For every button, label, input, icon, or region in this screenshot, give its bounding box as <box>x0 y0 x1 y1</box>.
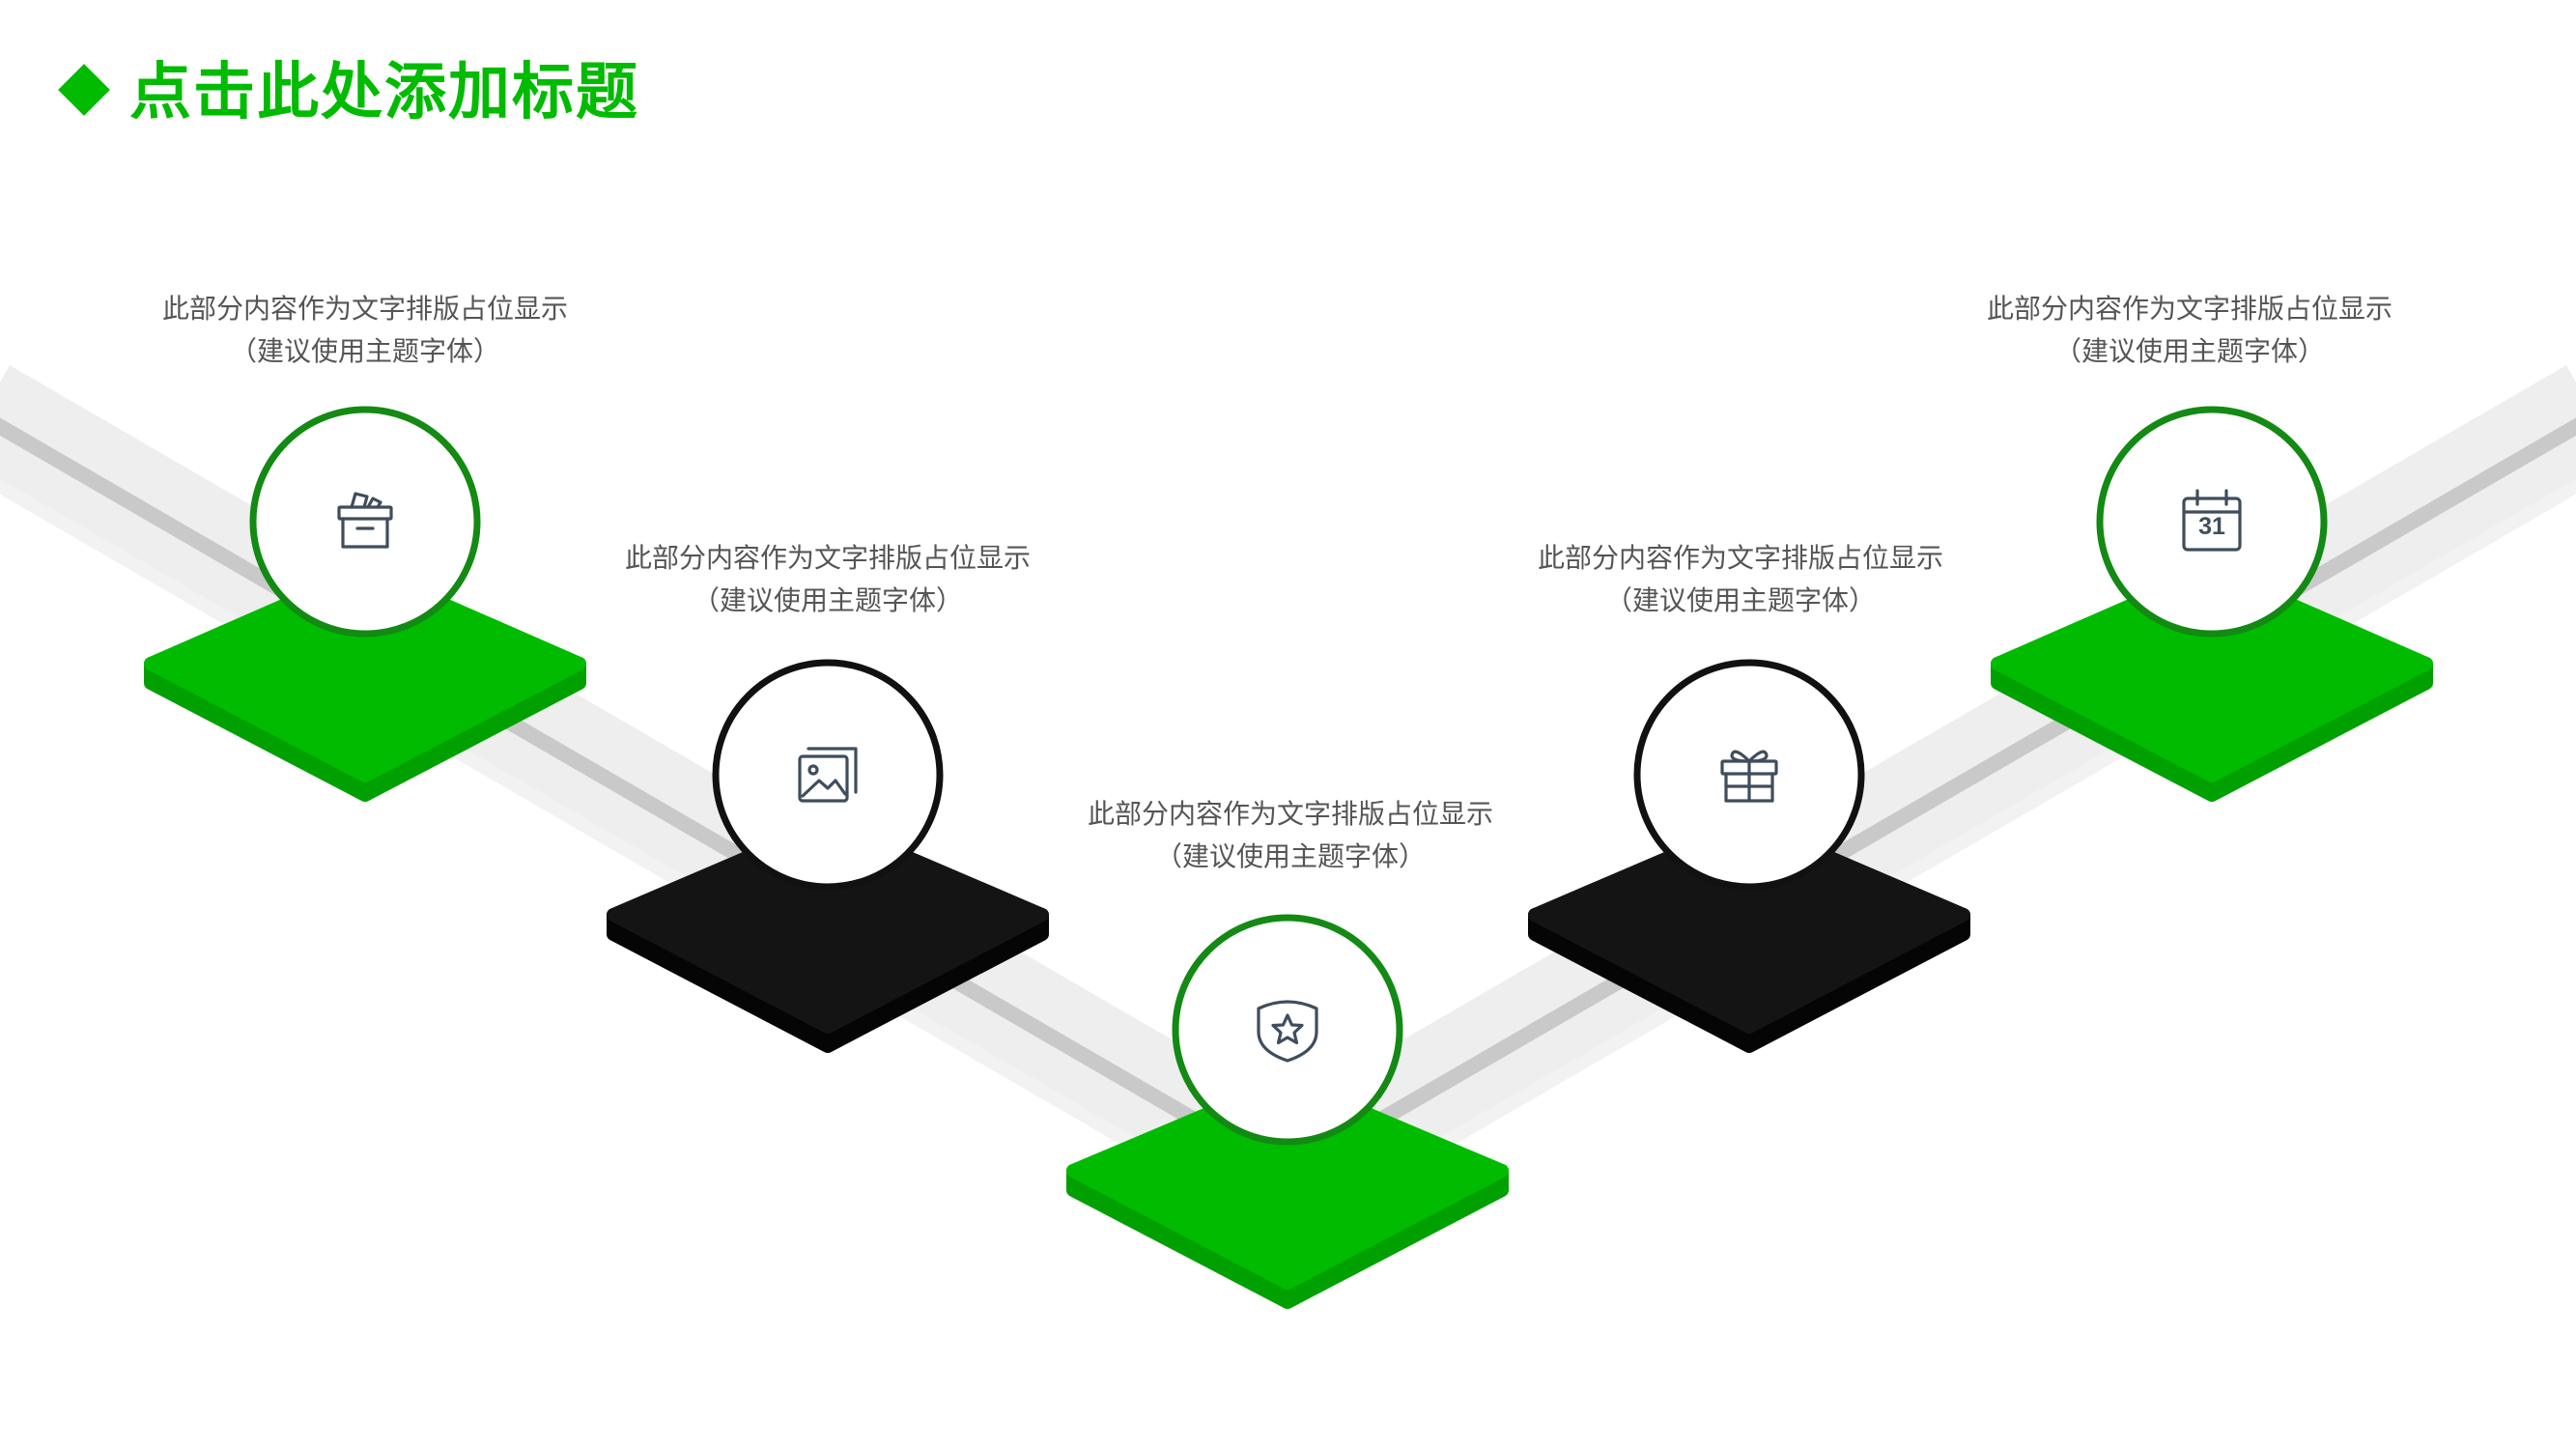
platform-green <box>1991 563 2433 802</box>
caption-line-2: （建议使用主题字体） <box>1604 584 1876 616</box>
step-1 <box>144 406 586 802</box>
caption-line-1: 此部分内容作为文字排版占位显示 <box>1087 798 1493 830</box>
step-2-caption: 此部分内容作为文字排版占位显示 （建议使用主题字体） <box>557 537 1098 622</box>
shield-star-icon <box>1257 1000 1318 1063</box>
calendar-day-label: 31 <box>2198 513 2225 540</box>
icon-circle <box>1172 914 1403 1146</box>
step-3-caption: 此部分内容作为文字排版占位显示 （建议使用主题字体） <box>1020 793 1561 878</box>
platform-black <box>1528 816 1970 1053</box>
icon-circle <box>249 406 481 638</box>
step-3 <box>1066 914 1509 1309</box>
image-gallery-icon <box>798 747 858 803</box>
gift-icon <box>1720 750 1778 803</box>
step-5: 31 <box>1991 406 2433 802</box>
caption-line-1: 此部分内容作为文字排版占位显示 <box>624 542 1031 574</box>
step-4-caption: 此部分内容作为文字排版占位显示 （建议使用主题字体） <box>1470 537 2011 622</box>
caption-line-2: （建议使用主题字体） <box>1154 840 1426 872</box>
step-1-caption: 此部分内容作为文字排版占位显示 （建议使用主题字体） <box>95 288 636 373</box>
icon-circle <box>2096 406 2328 638</box>
caption-line-2: （建议使用主题字体） <box>229 335 500 367</box>
calendar-icon <box>2182 489 2242 552</box>
step-2 <box>607 659 1049 1053</box>
icon-circle <box>712 659 944 891</box>
caption-line-1: 此部分内容作为文字排版占位显示 <box>161 293 568 325</box>
caption-line-2: （建议使用主题字体） <box>692 584 963 616</box>
platform-green <box>1066 1073 1509 1309</box>
caption-line-2: （建议使用主题字体） <box>2053 335 2325 367</box>
step-4 <box>1528 659 1970 1053</box>
platform-black <box>607 816 1049 1053</box>
step-5-caption: 此部分内容作为文字排版占位显示 （建议使用主题字体） <box>1919 288 2460 373</box>
archive-box-icon <box>337 492 393 549</box>
caption-line-1: 此部分内容作为文字排版占位显示 <box>1537 542 1943 574</box>
platform-green <box>144 563 586 802</box>
page-title[interactable]: 点击此处添加标题 <box>129 57 639 128</box>
caption-line-1: 此部分内容作为文字排版占位显示 <box>1986 293 2392 325</box>
